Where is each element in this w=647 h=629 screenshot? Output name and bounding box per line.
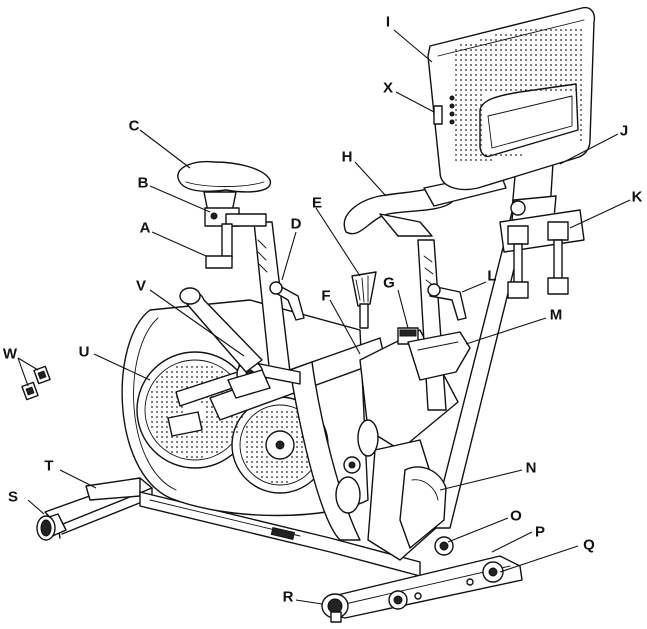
seat-adjust-knob-a — [206, 224, 232, 268]
callout-m: M — [550, 308, 563, 323]
callout-k: K — [632, 190, 643, 205]
resistance-knob-e — [352, 272, 376, 328]
hardware-w — [22, 366, 50, 399]
callout-t: T — [44, 459, 53, 474]
rear-frame-tube — [86, 478, 140, 500]
leveler-o — [435, 537, 453, 555]
callout-d: D — [291, 217, 302, 232]
callout-w: W — [3, 347, 17, 362]
callout-f: F — [321, 289, 330, 304]
callout-o: O — [510, 509, 522, 524]
callout-x: X — [383, 81, 393, 96]
callout-s: S — [8, 490, 18, 505]
front-frame-n — [400, 467, 446, 548]
callout-n: N — [526, 461, 537, 476]
callout-h: H — [342, 150, 353, 165]
callout-v: V — [136, 279, 146, 294]
callout-i: I — [386, 15, 390, 30]
callout-g: G — [383, 276, 395, 291]
callout-u: U — [79, 345, 90, 360]
callout-r: R — [283, 590, 294, 605]
callout-a: A — [140, 221, 151, 236]
seat-slider — [205, 208, 266, 226]
callout-q: Q — [583, 538, 595, 553]
callout-e: E — [312, 196, 322, 211]
callout-j: J — [620, 124, 628, 139]
callout-p: P — [535, 525, 545, 540]
callout-l: L — [487, 269, 496, 284]
callout-b: B — [138, 176, 149, 191]
callout-c: C — [129, 119, 140, 134]
